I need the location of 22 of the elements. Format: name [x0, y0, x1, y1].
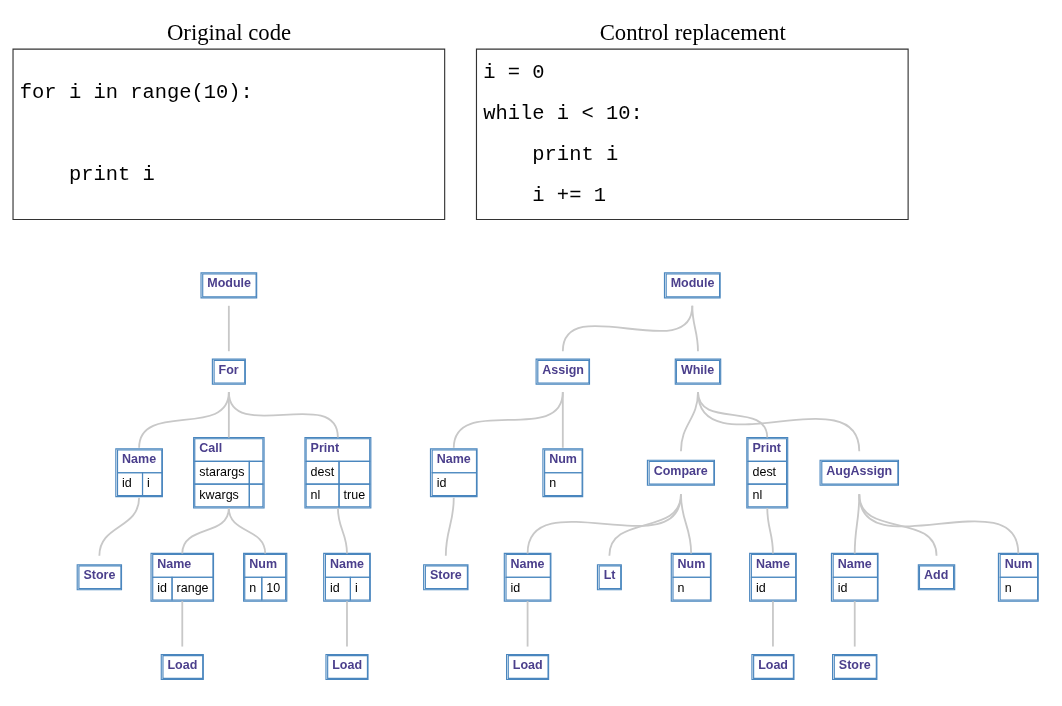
connector: [526, 599, 529, 647]
connector: [766, 506, 774, 554]
connector: [561, 390, 564, 449]
node-box: for i in range(10): print i: [12, 48, 446, 220]
node-label: Control replacement: [599, 19, 786, 45]
connector: [227, 390, 339, 438]
connector: [227, 506, 267, 554]
connector: [680, 492, 693, 554]
connector: [444, 496, 455, 557]
node-label: Original code: [166, 19, 292, 45]
connector: [853, 599, 856, 647]
connector: [858, 492, 1020, 554]
connector: [452, 390, 564, 449]
connector: [337, 506, 348, 554]
connector: [697, 390, 861, 452]
connector: [227, 304, 230, 352]
connector: [181, 599, 184, 647]
connector: [691, 304, 699, 352]
connector: [772, 599, 774, 647]
connector: [346, 599, 348, 647]
connector: [98, 496, 140, 557]
node-box: i = 0 while i < 10: print i i += 1: [475, 48, 909, 220]
